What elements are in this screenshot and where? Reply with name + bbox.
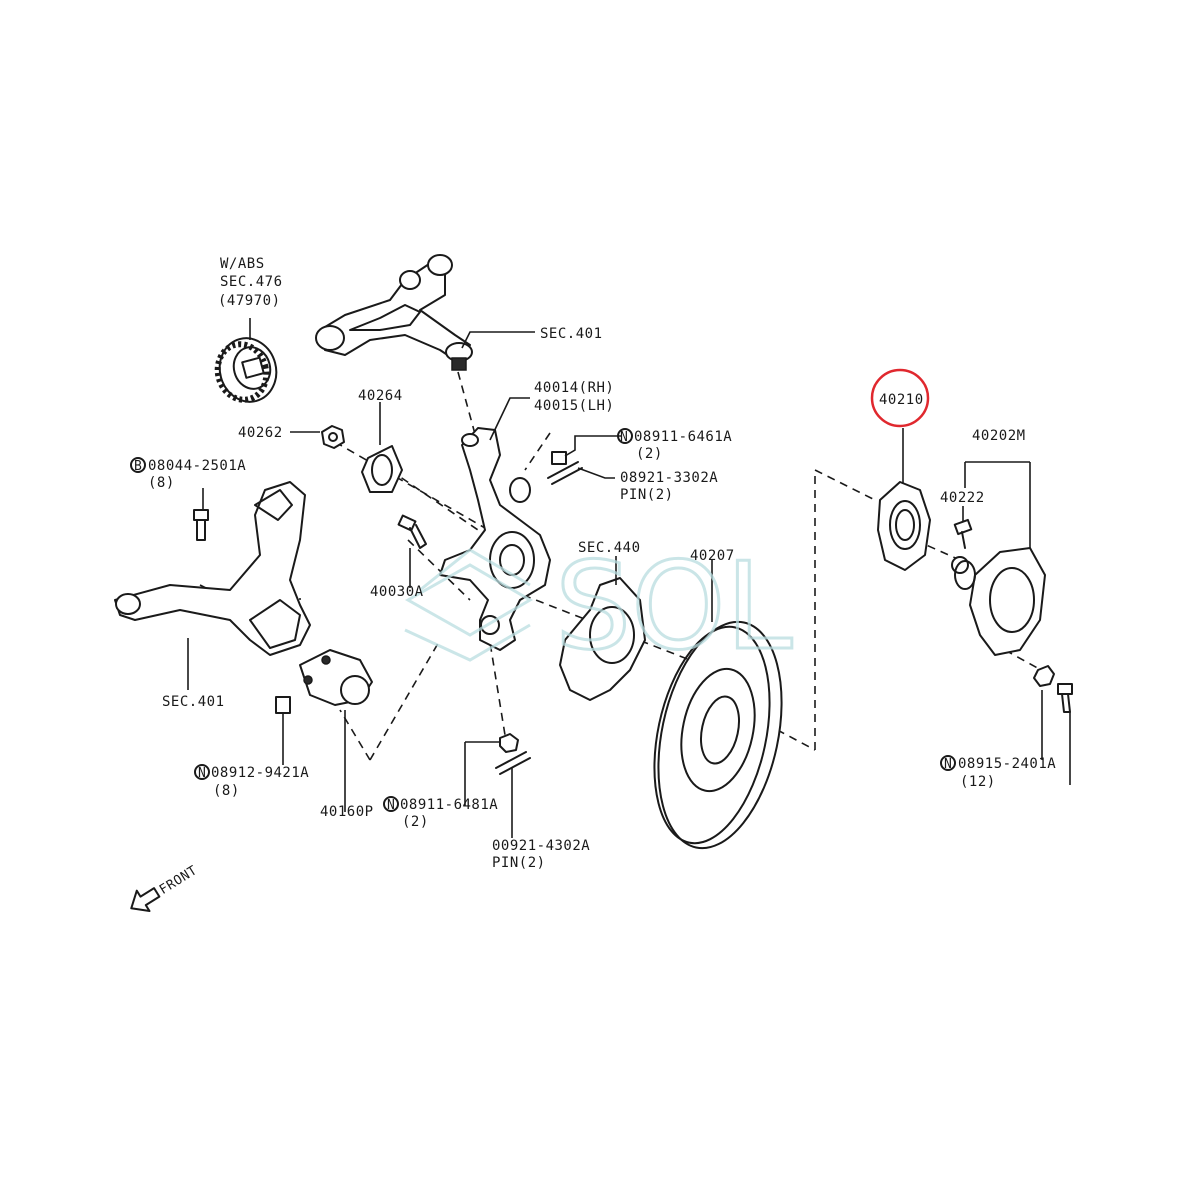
svg-text:N: N [198, 766, 206, 781]
callout-b-08044-2501a: B [130, 457, 146, 474]
label-sec401-lower: SEC.401 [162, 694, 225, 710]
label-08044-2501a: 08044-2501A [148, 458, 246, 474]
label-40264: 40264 [358, 388, 403, 404]
svg-text:N: N [944, 757, 952, 772]
bolt-08915 [1033, 665, 1073, 713]
label-40262: 40262 [238, 425, 283, 441]
abs-sensor-ring [214, 337, 278, 403]
label-40202m: 40202M [972, 428, 1026, 444]
callout-n-08911-6461a: N [617, 428, 633, 445]
nut-08912 [275, 696, 291, 714]
label-40222: 40222 [940, 490, 985, 506]
nut-08911-6481a [499, 733, 519, 753]
front-arrow-icon [130, 887, 161, 913]
label-40030a: 40030A [370, 584, 424, 600]
stud-40222 [953, 518, 973, 549]
highlight-circle [870, 368, 930, 428]
label-08915-2401a: 08915-2401A [958, 756, 1056, 772]
label-40160p: 40160P [320, 804, 374, 820]
label-abs-part: (47970) [218, 293, 281, 309]
label-08921-3302a-pin: PIN(2) [620, 487, 674, 503]
label-abs-sec: SEC.476 [220, 274, 283, 290]
label-00921-4302a: 00921-4302A [492, 838, 590, 854]
bolt-08044 [193, 509, 209, 541]
label-40014: 40014(RH) [534, 380, 614, 396]
hub-bearing-40210 [877, 481, 931, 571]
label-40207: 40207 [690, 548, 735, 564]
label-40210: 40210 [879, 392, 924, 408]
nut-40262 [321, 425, 345, 449]
label-08912-9421a: 08912-9421A [211, 765, 309, 781]
callout-n-08912-9421a: N [194, 764, 210, 781]
labels: W/ABS SEC.476 (47970) SEC.401 40264 4026… [130, 256, 1056, 871]
bolt-40030a [397, 514, 427, 549]
label-abs-w: W/ABS [220, 256, 265, 272]
dust-shield [559, 577, 646, 701]
callout-n-08915-2401a: N [940, 755, 956, 772]
label-08915-2401a-qty: (12) [960, 774, 996, 790]
label-08911-6481a-qty: (2) [402, 814, 429, 830]
watermark: SOL [404, 537, 794, 679]
leader-lines [187, 318, 1071, 838]
callout-n-08911-6481a: N [383, 796, 399, 813]
pin-08921-3302a [547, 461, 583, 485]
front-direction-indicator: FRONT [130, 863, 200, 913]
label-08911-6481a: 08911-6481A [400, 797, 498, 813]
svg-text:N: N [387, 798, 395, 813]
label-08911-6461a-qty: (2) [636, 446, 663, 462]
seal-40264 [361, 445, 403, 493]
label-08921-3302a: 08921-3302A [620, 470, 718, 486]
wheel-hub-40202m [951, 547, 1046, 656]
label-sec440: SEC.440 [578, 540, 641, 556]
label-40015: 40015(LH) [534, 398, 614, 414]
nut-08911-6461a [551, 451, 567, 465]
brake-rotor-40207 [653, 620, 783, 850]
label-08912-9421a-qty: (8) [213, 783, 240, 799]
label-sec401-upper: SEC.401 [540, 326, 603, 342]
label-00921-4302a-pin: PIN(2) [492, 855, 546, 871]
upper-control-arm [315, 254, 473, 371]
svg-text:N: N [620, 430, 628, 445]
watermark-text: SOL [555, 538, 793, 677]
pin-00921-4302a [495, 751, 531, 775]
lower-control-arm [114, 481, 311, 656]
label-front: FRONT [157, 863, 200, 898]
label-08911-6461a: 08911-6461A [634, 429, 732, 445]
label-08044-2501a-qty: (8) [148, 475, 175, 491]
steering-knuckle [439, 427, 551, 651]
ball-joint-40160p [299, 649, 373, 706]
svg-text:B: B [134, 459, 142, 474]
